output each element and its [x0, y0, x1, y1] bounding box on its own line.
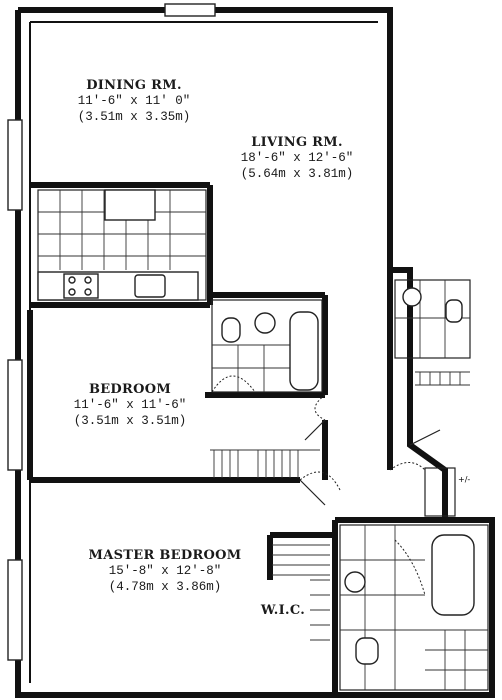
master-bedroom-dim-metric: (4.78m x 3.86m): [108, 579, 222, 594]
master-bedroom-name: MASTER BEDROOM: [88, 548, 242, 563]
bedroom-dim-metric: (3.51m x 3.51m): [73, 413, 187, 428]
living-room-dim-metric: (5.64m x 3.81m): [240, 166, 354, 181]
bedroom-label: BEDROOM 11'-6" x 11'-6" (3.51m x 3.51m): [55, 382, 205, 430]
svg-text:+/-: +/-: [458, 475, 470, 484]
wic-name: W.I.C.: [260, 603, 306, 618]
bathroom-1: [211, 299, 323, 393]
door-swings: [299, 394, 441, 506]
master-bedroom-label: MASTER BEDROOM 15'-8" x 12'-8" (4.78m x …: [80, 548, 250, 596]
wic-label: W.I.C.: [258, 603, 308, 619]
bathroom-2: [394, 279, 471, 386]
living-room-dim-imperial: 18'-6" x 12'-6": [240, 151, 354, 166]
dining-room-dim-imperial: 11'-6" x 11' 0": [77, 94, 191, 109]
master-bathroom: [339, 524, 489, 691]
closets: +/-: [210, 449, 470, 641]
bedroom-name: BEDROOM: [88, 382, 172, 397]
dining-room-name: DINING RM.: [86, 78, 182, 93]
master-bedroom-dim-imperial: 15'-8" x 12'-8": [108, 564, 222, 579]
dining-room-label: DINING RM. 11'-6" x 11' 0" (3.51m x 3.35…: [64, 78, 204, 126]
dining-room-dim-metric: (3.51m x 3.35m): [77, 109, 191, 124]
kitchen: [37, 189, 207, 301]
bedroom-dim-imperial: 11'-6" x 11'-6": [73, 398, 187, 413]
interior-walls: [27, 182, 445, 695]
living-room-name: LIVING RM.: [251, 135, 343, 150]
living-room-label: LIVING RM. 18'-6" x 12'-6" (5.64m x 3.81…: [222, 135, 372, 183]
